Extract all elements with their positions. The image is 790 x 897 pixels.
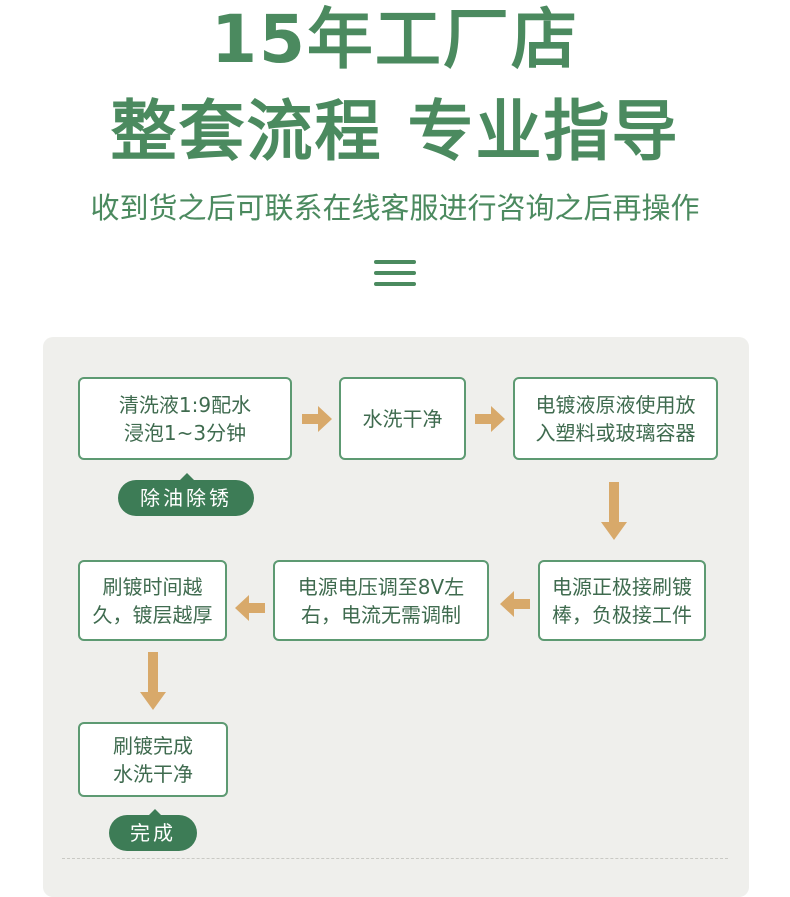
step-voltage: 电源电压调至8V左右，电流无需调制 xyxy=(273,560,489,641)
step-plating-time: 刷镀时间越久，镀层越厚 xyxy=(78,560,227,641)
step-clean-soak: 清洗液1:9配水浸泡1~3分钟 xyxy=(78,377,292,460)
step-connect-power: 电源正极接刷镀棒，负极接工件 xyxy=(538,560,706,641)
step-finish-rinse: 刷镀完成水洗干净 xyxy=(78,722,228,797)
page-headline: 整套流程 专业指导 xyxy=(110,93,680,170)
arrow-right-icon xyxy=(475,406,505,432)
divider xyxy=(62,858,728,859)
menu-icon xyxy=(374,260,416,288)
arrow-left-icon xyxy=(235,595,265,621)
badge-pointer xyxy=(180,473,194,480)
step-plating-solution: 电镀液原液使用放入塑料或玻璃容器 xyxy=(513,377,718,460)
arrow-left-icon xyxy=(500,591,530,617)
arrow-down-icon xyxy=(601,482,627,540)
badge-pointer xyxy=(148,809,162,816)
badge-degrease: 除油除锈 xyxy=(118,480,254,516)
arrow-right-icon xyxy=(302,406,332,432)
arrow-down-icon xyxy=(140,652,166,710)
page-subtitle: 收到货之后可联系在线客服进行咨询之后再操作 xyxy=(90,191,700,225)
step-rinse: 水洗干净 xyxy=(339,377,466,460)
page-title: 15年工厂店 xyxy=(211,1,579,78)
badge-done: 完成 xyxy=(109,815,197,851)
